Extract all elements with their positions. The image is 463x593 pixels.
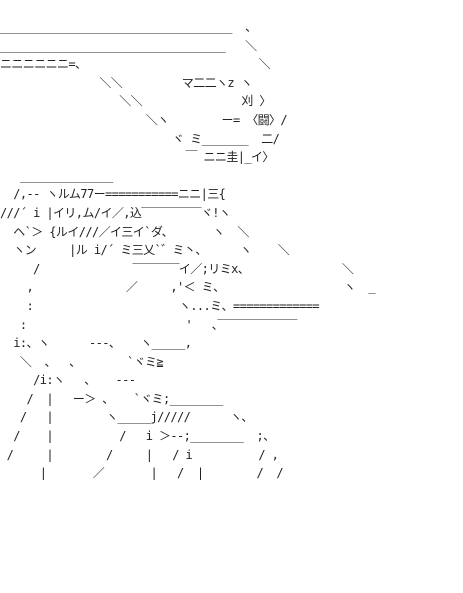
art-line: ___________________________________ 、 (0, 20, 257, 34)
art-line: / ‾‾‾‾‾‾‾イ／;リミx、 ＼ (0, 261, 354, 276)
art-line: ＼ 、 、 `ヾミ≧ (0, 354, 164, 369)
art-line: ヽン |ル i/´ ミ三乂`゛ミ丶、 ヽ ＼ (0, 243, 290, 258)
art-line: ＼＼ マ二二ヽz ヽ (0, 75, 253, 90)
art-line: / | / i ＞--;________ ;、 (0, 429, 275, 444)
art-line: | ／ | / | / / (0, 466, 284, 481)
art-line: i:、ヽ ---、 ヽ_____, (0, 336, 192, 351)
art-line: ニニニニニニ=、 ＼ (0, 57, 271, 72)
art-line: ＼＼ 刈 〉 (0, 94, 271, 109)
art-line: / | ヽ_____j///// ヽ、 (0, 410, 254, 425)
art-line: /i:ヽ 、 --- (0, 373, 169, 388)
art-line: ///´ i |イリ,ム/イ／,込‾‾‾‾‾‾‾‾‾ヾ!ヽ (0, 205, 231, 220)
art-line: ヾ ミ_______ 二/ (0, 131, 280, 146)
art-line: / | / | / i / , (0, 447, 279, 462)
art-line: /,-- ヽルム77ー===========ニニ|三{ (0, 187, 226, 202)
art-line: ￣ ニニ圭|_イ〉 (0, 150, 274, 165)
art-line: / | ー＞ 、 `ヾミ;________ (0, 391, 223, 406)
art-line: , ／ ,'＜ ミ、 ヽ _ (0, 280, 375, 295)
art-line: : ヽ...ミ、============= (0, 298, 320, 313)
art-line: __________________________________ ＼ (0, 38, 257, 53)
art-line: ______________ (0, 168, 113, 183)
ascii-art: ___________________________________ 、 ___… (0, 18, 376, 483)
art-line: ＼ヽ ー= 〈闘〉/ (0, 112, 288, 127)
art-line: : ' ､‾‾‾‾‾‾‾‾‾‾‾‾ (0, 317, 298, 332)
art-line: ヘ`＞ {ルイ///／イ三イ`ダ、 ヽ ＼ (0, 224, 249, 239)
